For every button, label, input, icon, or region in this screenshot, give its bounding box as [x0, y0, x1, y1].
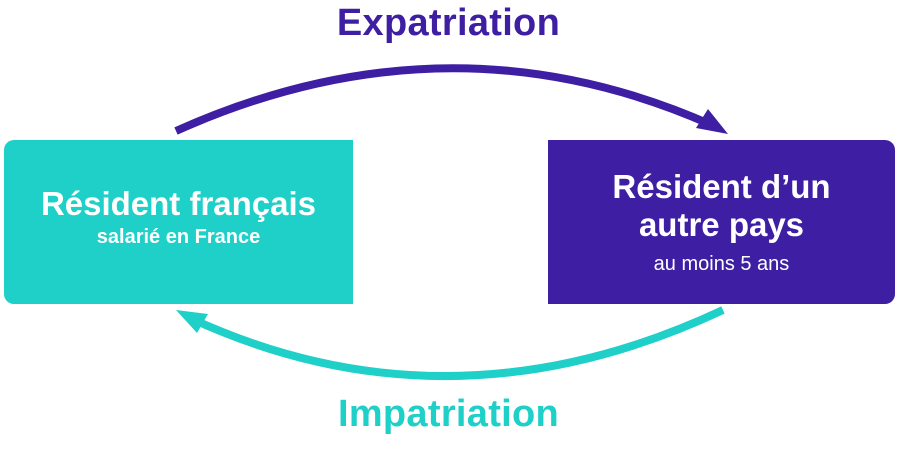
impatriation-arrow	[188, 306, 725, 380]
foreign-resident-subtitle: au moins 5 ans	[653, 253, 790, 275]
french-resident-subtitle: salarié en France	[96, 226, 261, 248]
expatriation-label: Expatriation	[336, 2, 561, 44]
foreign-resident-title-line1: Résident d’un	[612, 168, 831, 205]
french-resident-box: Résident français salarié en France	[4, 140, 353, 304]
foreign-resident-title-line2: autre pays	[638, 206, 805, 243]
expatriation-arrow	[174, 64, 716, 135]
expatriation-arrowhead	[696, 109, 728, 134]
foreign-resident-box: Résident d’un autre pays au moins 5 ans	[548, 140, 895, 304]
impatriation-arrowhead	[176, 310, 208, 333]
impatriation-label: Impatriation	[337, 393, 560, 435]
french-resident-title: Résident français	[40, 185, 317, 222]
